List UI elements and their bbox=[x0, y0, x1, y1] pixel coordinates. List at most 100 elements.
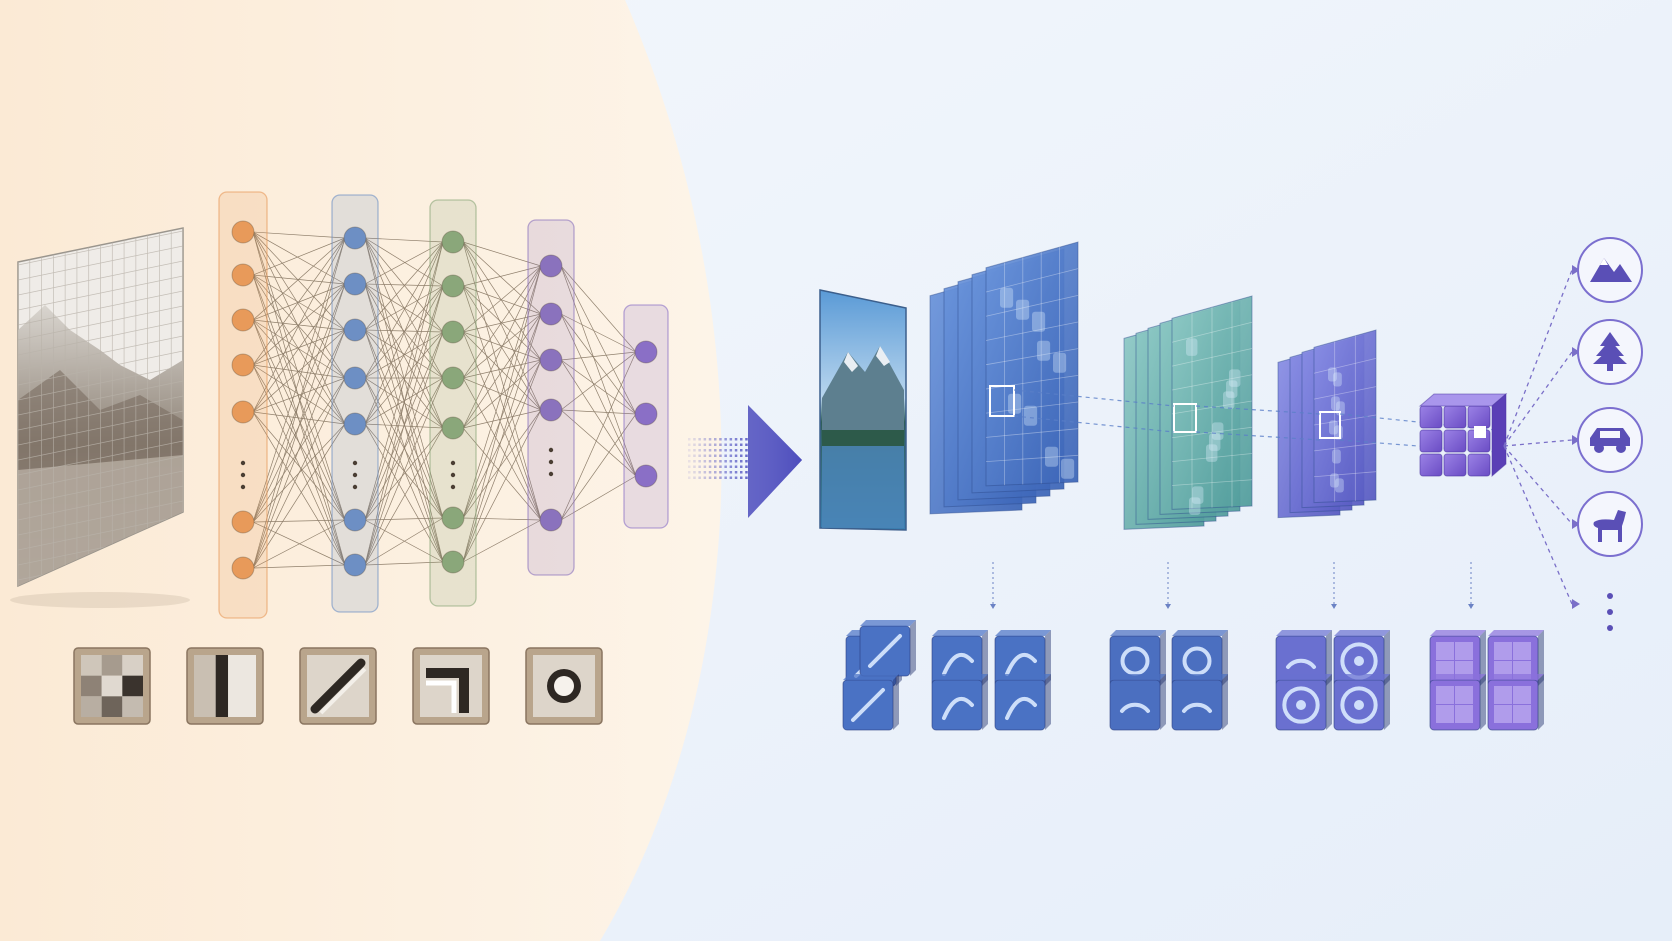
arrow-particle bbox=[693, 471, 696, 474]
filter-tile bbox=[994, 630, 1051, 687]
arrow-particle bbox=[693, 438, 696, 441]
arrow-particle bbox=[703, 438, 707, 441]
feature-map bbox=[1171, 295, 1253, 510]
feature-map bbox=[1313, 329, 1377, 504]
activation bbox=[1192, 486, 1204, 504]
arrow-particle bbox=[688, 454, 691, 457]
neuron bbox=[343, 318, 367, 342]
arrow-particle bbox=[745, 438, 748, 441]
neuron bbox=[231, 263, 255, 287]
filter-tile bbox=[1429, 674, 1486, 731]
edge-filters bbox=[842, 620, 1051, 731]
activation bbox=[1332, 449, 1341, 464]
arrow-particle bbox=[734, 454, 738, 457]
filter-tile bbox=[1171, 630, 1228, 687]
arrow-particle bbox=[745, 454, 748, 457]
filter-connectors bbox=[990, 562, 1474, 609]
cube-cell bbox=[1419, 453, 1443, 477]
arrow-particle bbox=[703, 449, 707, 452]
arrow-particle bbox=[698, 476, 701, 479]
filter-tile bbox=[1275, 630, 1332, 687]
arrow-particle bbox=[729, 443, 733, 446]
arrow-particle bbox=[734, 471, 738, 474]
tree-icon bbox=[1577, 319, 1643, 385]
arrow-particle bbox=[740, 476, 743, 479]
arrow-particle bbox=[714, 449, 717, 452]
cube-cell bbox=[1443, 429, 1467, 453]
arrow-particle bbox=[724, 465, 727, 468]
ellipsis-dot bbox=[548, 459, 554, 465]
arrow-particle bbox=[724, 454, 727, 457]
cube-cell bbox=[1467, 453, 1491, 477]
activation bbox=[1016, 299, 1030, 320]
arrow-particle bbox=[740, 465, 743, 468]
arrow-particle bbox=[745, 460, 748, 463]
activation bbox=[1053, 352, 1067, 373]
arrow-particle bbox=[693, 454, 696, 457]
arrow-particle bbox=[734, 476, 738, 479]
activation bbox=[1032, 311, 1046, 332]
arrow-particle bbox=[724, 460, 727, 463]
arrow-particle bbox=[729, 454, 733, 457]
activation bbox=[1328, 367, 1337, 382]
arrow-particle bbox=[708, 465, 712, 468]
arrow-particle bbox=[729, 449, 733, 452]
neuron bbox=[441, 550, 465, 574]
arrow-particle bbox=[708, 454, 712, 457]
arrow-particle bbox=[703, 465, 707, 468]
neuron bbox=[539, 398, 563, 422]
arrow-particle bbox=[729, 471, 733, 474]
arrow-particle bbox=[714, 443, 717, 446]
feature-cube bbox=[1418, 392, 1508, 478]
arrow-particle bbox=[703, 471, 707, 474]
filter-tile bbox=[931, 630, 988, 687]
part-filters bbox=[1275, 630, 1390, 731]
arrow-particle bbox=[724, 449, 727, 452]
neuron bbox=[343, 272, 367, 296]
receptive-field bbox=[1319, 411, 1341, 439]
cube-cell bbox=[1467, 405, 1491, 429]
convolutional-network bbox=[929, 241, 1508, 609]
activation bbox=[1330, 473, 1339, 488]
ellipsis-dot bbox=[352, 460, 358, 466]
arrow-particle bbox=[703, 460, 707, 463]
activation bbox=[1223, 391, 1235, 409]
learned-filters bbox=[842, 620, 1544, 731]
transition-arrow bbox=[688, 405, 802, 518]
arrow-particle bbox=[745, 443, 748, 446]
arrow-particle bbox=[745, 476, 748, 479]
ellipsis-dot bbox=[548, 447, 554, 453]
layer-4 bbox=[527, 219, 575, 576]
arrow-particle bbox=[740, 460, 743, 463]
activation bbox=[1226, 380, 1238, 398]
arrow-particle bbox=[745, 471, 748, 474]
layer-panel bbox=[527, 219, 575, 576]
cube-cell bbox=[1443, 405, 1467, 429]
feature-grid bbox=[985, 247, 1079, 486]
arrow-particle bbox=[719, 465, 722, 468]
arrow-particle bbox=[719, 476, 722, 479]
layer-panel bbox=[429, 199, 477, 607]
activation bbox=[1000, 287, 1014, 308]
more-classes-dot bbox=[1607, 609, 1613, 615]
activation bbox=[1045, 446, 1059, 467]
ellipsis-dot bbox=[240, 472, 246, 478]
arrow-particle bbox=[745, 449, 748, 452]
arrow-particle bbox=[688, 443, 691, 446]
arrow-particle bbox=[698, 465, 701, 468]
activation bbox=[1061, 458, 1075, 479]
filter-tile bbox=[1333, 674, 1390, 731]
neuron bbox=[343, 412, 367, 436]
arrow-particle bbox=[708, 449, 712, 452]
activation bbox=[1024, 405, 1038, 426]
arrow-particle bbox=[734, 465, 738, 468]
neuron bbox=[441, 506, 465, 530]
filter-tile bbox=[994, 674, 1051, 731]
layer-1 bbox=[218, 191, 268, 619]
arrow-particle bbox=[688, 465, 691, 468]
activation bbox=[1329, 420, 1338, 435]
neuron bbox=[441, 274, 465, 298]
ellipsis-dot bbox=[450, 460, 456, 466]
arrow-particle bbox=[729, 438, 733, 441]
arrow-particle bbox=[714, 476, 717, 479]
